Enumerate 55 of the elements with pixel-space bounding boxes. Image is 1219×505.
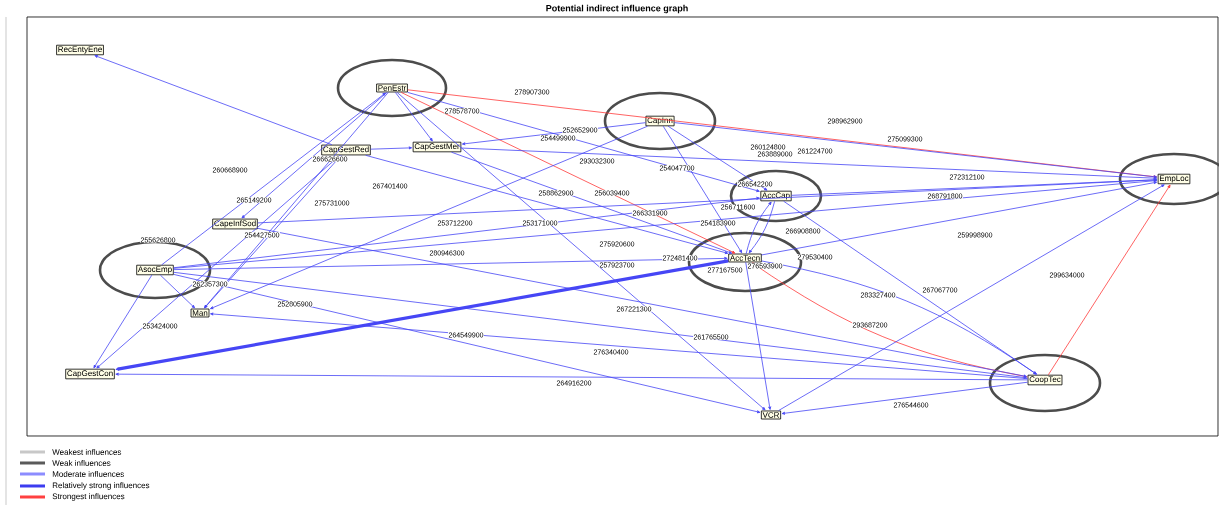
arrow xyxy=(96,154,341,369)
node-box: AsocEmp xyxy=(136,264,174,276)
arrow xyxy=(781,381,1028,415)
legend-label: Strongest influences xyxy=(52,493,125,501)
arrow xyxy=(173,274,761,414)
arrow xyxy=(160,274,196,309)
arrow xyxy=(115,372,1028,381)
arrow xyxy=(94,55,333,146)
arrow xyxy=(115,259,729,371)
arrow xyxy=(370,146,413,150)
legend-label: Relatively strong influences xyxy=(52,482,150,490)
arrow xyxy=(761,181,1158,256)
node-box: CapInn xyxy=(645,115,675,127)
arrow xyxy=(204,154,342,309)
node-box: AccCap xyxy=(760,190,792,202)
arrow xyxy=(173,271,1027,379)
arrow xyxy=(161,92,386,266)
legend-label: Moderate influences xyxy=(52,471,124,477)
arrow xyxy=(257,178,1158,224)
arrow xyxy=(173,196,760,269)
arrow xyxy=(394,92,433,142)
arrow xyxy=(396,92,766,411)
arrow xyxy=(210,312,1028,379)
node-box: Man xyxy=(190,308,210,318)
highlight-ellipse xyxy=(988,353,1102,413)
node-box: CapeInfSod xyxy=(212,218,258,230)
node-box: CapGestRed xyxy=(321,144,371,156)
arrow xyxy=(745,262,772,410)
node-box: EmpLoc xyxy=(1157,173,1191,185)
node-box: CapGestCon xyxy=(65,368,115,380)
node-box: AccTecn xyxy=(728,253,762,263)
arrow xyxy=(257,227,1027,378)
arrow xyxy=(460,147,1158,180)
highlight-ellipse xyxy=(603,91,717,151)
arrow xyxy=(210,125,648,310)
title: Potential indirect influence graph xyxy=(546,4,688,14)
legend-label: Weakest influences xyxy=(52,449,122,455)
arrow xyxy=(1047,184,1171,376)
arrow xyxy=(173,179,1158,269)
node-box: CoopTec xyxy=(1027,374,1063,386)
arrow xyxy=(662,125,743,254)
arrow xyxy=(173,256,728,270)
arrow xyxy=(400,92,736,254)
arrow xyxy=(241,92,388,219)
node-box: RecEntyEne xyxy=(56,44,104,56)
node-box: CapGestMer xyxy=(412,141,462,153)
arrow xyxy=(667,125,768,191)
arrow xyxy=(451,151,733,254)
arrow xyxy=(93,274,153,369)
legend-label: Weak influences xyxy=(52,460,111,466)
arrow xyxy=(365,154,729,255)
arrow xyxy=(674,122,1158,179)
node-box: VCR xyxy=(760,410,782,420)
arrow xyxy=(778,184,1165,411)
node-box: PenEstr xyxy=(376,83,408,93)
